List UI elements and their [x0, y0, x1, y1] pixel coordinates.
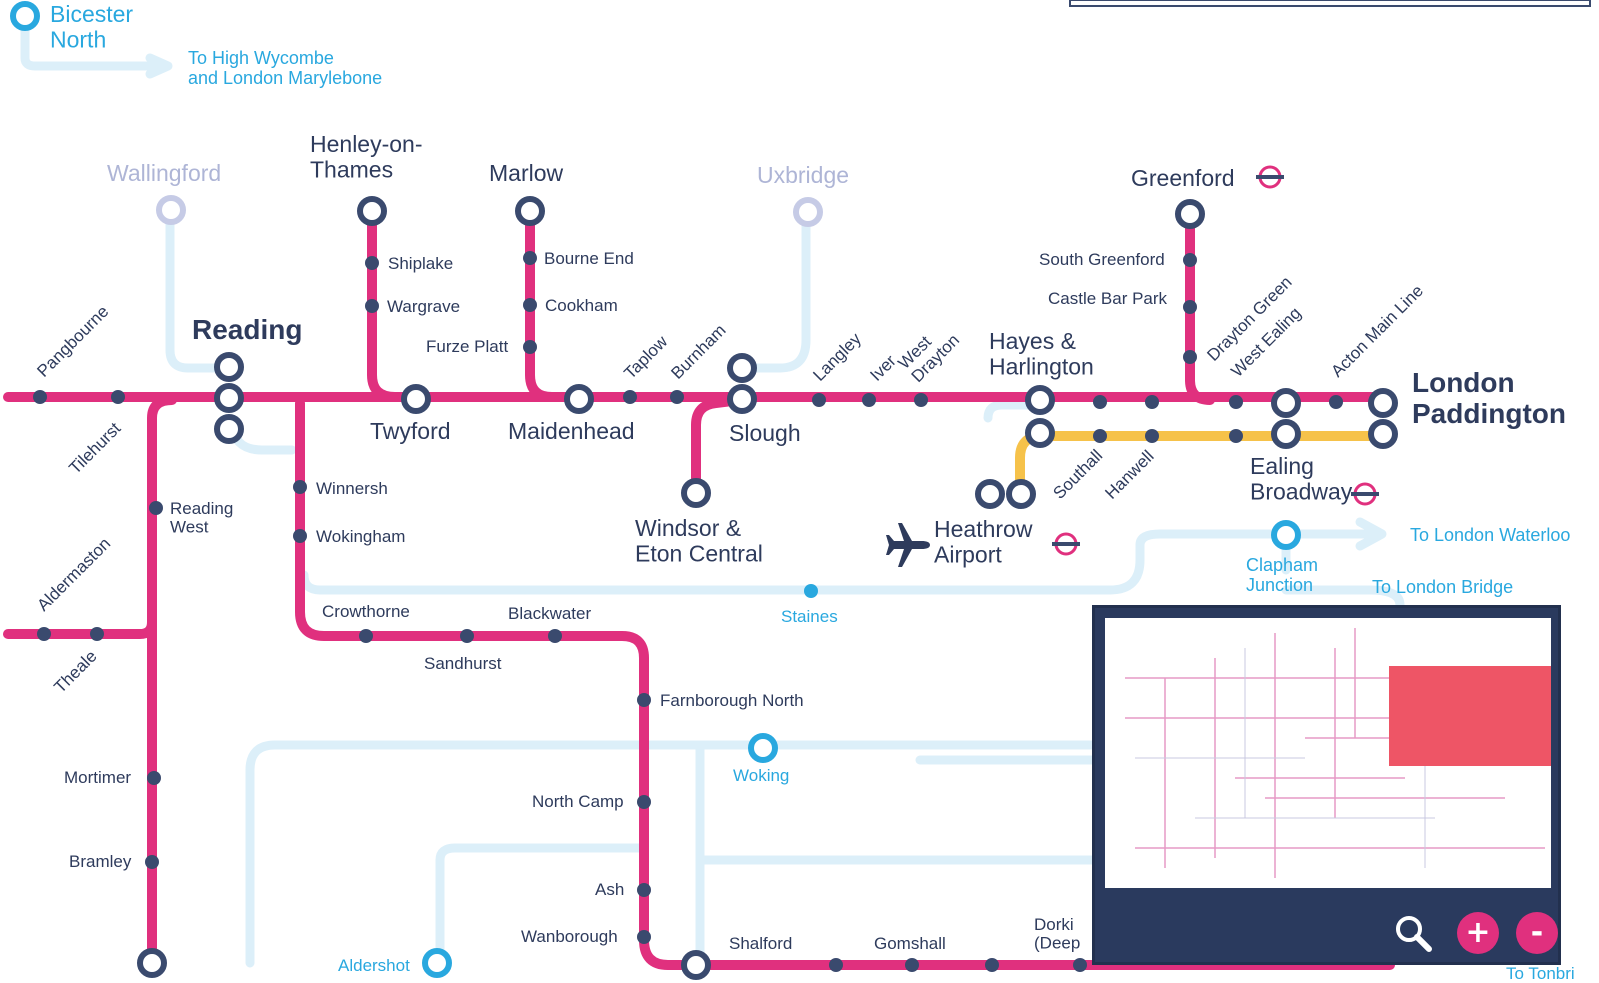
- label-burnham: Burnham: [667, 321, 729, 383]
- label-southall: Southall: [1049, 446, 1106, 503]
- label-henley: Henley-on-Thames: [310, 131, 423, 182]
- label-aldershot: Aldershot: [338, 956, 410, 975]
- label-hayes: Hayes &Harlington: [989, 328, 1094, 379]
- faded-station-rings: [156, 195, 823, 227]
- label-reading: Reading: [192, 314, 302, 345]
- label-langley: Langley: [809, 329, 865, 385]
- label-acton-main-line: Acton Main Line: [1327, 281, 1427, 381]
- label-hanwell: Hanwell: [1101, 447, 1157, 503]
- label-theale: Theale: [50, 647, 100, 697]
- label-furze-platt: Furze Platt: [426, 337, 508, 356]
- blue-station-rings: [10, 1, 1301, 978]
- label-waterloo: To London Waterloo: [1410, 525, 1570, 545]
- label-windsor: Windsor &Eton Central: [635, 515, 763, 566]
- label-shiplake: Shiplake: [388, 254, 453, 273]
- label-dorking: Dorki(Deep: [1034, 915, 1080, 953]
- zoom-out-button[interactable]: -: [1516, 912, 1558, 954]
- label-london-bridge: To London Bridge: [1372, 577, 1513, 597]
- label-bramley: Bramley: [69, 852, 132, 871]
- label-blackwater: Blackwater: [508, 604, 591, 623]
- label-greenford: Greenford: [1131, 165, 1235, 191]
- label-wokingham: Wokingham: [316, 527, 405, 546]
- label-cookham: Cookham: [545, 296, 618, 315]
- label-sandhurst: Sandhurst: [424, 654, 502, 673]
- minimap-viewport-highlight[interactable]: [1389, 666, 1551, 766]
- label-aldermaston: Aldermaston: [33, 534, 114, 615]
- label-wallingford: Wallingford: [107, 160, 221, 186]
- label-wargrave: Wargrave: [387, 297, 460, 316]
- label-bourne-end: Bourne End: [544, 249, 634, 268]
- other-station-dots: [804, 584, 818, 598]
- label-farnborough-north: Farnborough North: [660, 691, 804, 710]
- label-gomshall: Gomshall: [874, 934, 946, 953]
- plus-icon: +: [1465, 915, 1491, 950]
- label-castle-bar-park: Castle Bar Park: [1048, 289, 1168, 308]
- label-uxbridge: Uxbridge: [757, 162, 849, 188]
- label-north-camp: North Camp: [532, 792, 624, 811]
- label-wanborough: Wanborough: [521, 927, 618, 946]
- label-crowthorne: Crowthorne: [322, 602, 410, 621]
- label-iver: Iver: [866, 351, 900, 385]
- label-tonbridge: To Tonbri: [1506, 964, 1575, 983]
- label-tilehurst: Tilehurst: [65, 419, 124, 478]
- station-dots: [33, 251, 1343, 972]
- label-twyford: Twyford: [370, 418, 451, 444]
- label-winnersh: Winnersh: [316, 479, 388, 498]
- label-woking: Woking: [733, 766, 789, 785]
- airplane-icon: [886, 523, 930, 567]
- label-taplow: Taplow: [620, 331, 671, 382]
- label-mortimer: Mortimer: [64, 768, 131, 787]
- label-shalford: Shalford: [729, 934, 792, 953]
- label-south-greenford: South Greenford: [1039, 250, 1165, 269]
- top-right-box: [1069, 0, 1591, 7]
- label-ash: Ash: [595, 880, 624, 899]
- label-west-drayton: WestDrayton: [894, 317, 963, 386]
- label-marlow: Marlow: [489, 160, 564, 186]
- background-lines: [20, 11, 1405, 968]
- minus-icon: -: [1530, 915, 1544, 950]
- magnifier-icon[interactable]: [1392, 912, 1434, 954]
- minimap-view[interactable]: [1105, 618, 1551, 888]
- station-rings: [137, 196, 1398, 980]
- minimap-navigator[interactable]: + -: [1092, 605, 1561, 965]
- zoom-in-button[interactable]: +: [1457, 912, 1499, 954]
- label-pangbourne: Pangbourne: [33, 302, 112, 381]
- underground-roundel-icon: [1052, 165, 1379, 556]
- label-staines: Staines: [781, 607, 838, 626]
- label-slough: Slough: [729, 420, 801, 446]
- label-maidenhead: Maidenhead: [508, 418, 635, 444]
